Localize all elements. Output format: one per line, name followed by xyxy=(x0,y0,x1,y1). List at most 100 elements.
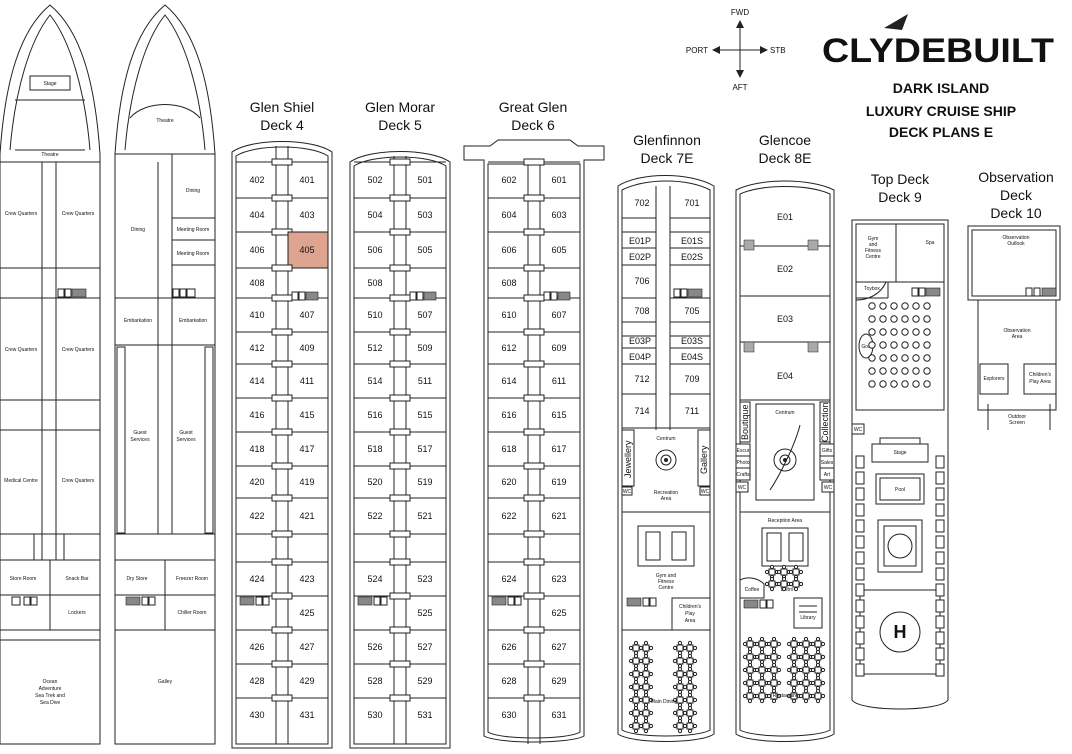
cabin-label: 407 xyxy=(299,310,314,320)
lounge-seat xyxy=(901,341,909,349)
lounge-seat xyxy=(879,367,887,375)
crafts-label: Crafts xyxy=(736,472,750,478)
cabin-label: 706 xyxy=(634,276,649,286)
compass-rose: FWD AFT PORT STB xyxy=(686,8,786,92)
cabin-label: 506 xyxy=(367,245,382,255)
dining-table xyxy=(642,696,650,704)
dining-table xyxy=(770,666,778,674)
golf-label: Golf xyxy=(861,344,871,350)
gym-label: Centre xyxy=(865,254,880,260)
guest-services-label: Guest xyxy=(133,430,147,436)
cabin-label: 608 xyxy=(501,278,516,288)
lounge-seat xyxy=(890,328,898,336)
cabin-label: 617 xyxy=(551,444,566,454)
cabin-label: 525 xyxy=(417,608,432,618)
dining-table xyxy=(802,692,810,700)
lounge-seat xyxy=(923,302,931,310)
childrens-play-label: Children's xyxy=(1029,372,1052,378)
ocean-adventure-label: Sea Trek and xyxy=(35,693,65,699)
childrens-play-label: Play xyxy=(685,611,695,617)
deck-titles: Glen Shiel Deck 4 Glen Morar Deck 5 Grea… xyxy=(250,99,1054,221)
cabin-label: 411 xyxy=(300,376,314,386)
cabin-label: E04P xyxy=(629,352,651,362)
cabin-label: 702 xyxy=(634,198,649,208)
cabin-label: E01S xyxy=(681,236,703,246)
boutique-label: Boutique xyxy=(740,404,750,440)
lounge-seat xyxy=(901,367,909,375)
cabin-label: E02S xyxy=(681,252,703,262)
lounge-seat xyxy=(868,315,876,323)
guest-services-label: Services xyxy=(130,437,150,443)
cabin-label: 619 xyxy=(551,477,566,487)
lounge-seat xyxy=(890,315,898,323)
dining-table xyxy=(686,709,694,717)
cabin-label: 404 xyxy=(249,210,264,220)
dining-table xyxy=(758,692,766,700)
cabin-label: 625 xyxy=(551,608,566,618)
gym-label: Gym xyxy=(868,236,879,242)
cabin-label: 502 xyxy=(367,175,382,185)
dining-table xyxy=(632,657,640,665)
deck-name: Top Deck xyxy=(871,171,930,187)
lounge-seat xyxy=(901,354,909,362)
dining-table xyxy=(768,580,776,588)
meeting-room-label: Meeting Room xyxy=(177,251,210,257)
cabin-label: 603 xyxy=(551,210,566,220)
cabin-label: 431 xyxy=(299,710,314,720)
cabin-label: 627 xyxy=(551,642,566,652)
lounge-seat xyxy=(923,367,931,375)
brand-line-2: LUXURY CRUISE SHIP xyxy=(866,103,1016,119)
lounge-seat xyxy=(868,328,876,336)
lounge-seat xyxy=(912,315,920,323)
dining-table xyxy=(686,644,694,652)
lounge-seat xyxy=(879,341,887,349)
cabin-label: 605 xyxy=(551,245,566,255)
dining-table xyxy=(642,722,650,730)
brand-line-3: DECK PLANS E xyxy=(889,124,993,140)
wc-label: WC xyxy=(701,489,710,495)
deck-7e: 702 701 E01P E01S E02P E02S 706 708 705 … xyxy=(617,175,715,742)
deck-number: Deck 5 xyxy=(378,117,422,133)
cabin-label: 505 xyxy=(417,245,432,255)
dining-table xyxy=(676,722,684,730)
suite-label: E02 xyxy=(777,264,793,274)
dining-table xyxy=(802,679,810,687)
highlighted-cabin[interactable] xyxy=(287,231,329,269)
brand-block: CLYDEBUILT DARK ISLAND LUXURY CRUISE SHI… xyxy=(822,14,1054,140)
cabin-label: 503 xyxy=(417,210,432,220)
collection-label: Collection xyxy=(820,402,830,442)
cabin-label: 609 xyxy=(551,343,566,353)
cabin-label: 616 xyxy=(501,410,516,420)
dining-table xyxy=(814,653,822,661)
ocean-adventure-label: Adventure xyxy=(39,686,62,692)
lounge-seat xyxy=(901,315,909,323)
spa-label: Spa xyxy=(926,240,935,246)
cabin-label: 517 xyxy=(417,444,432,454)
lounge-seat xyxy=(901,302,909,310)
dining-table xyxy=(790,640,798,648)
reception-area-label: Reception Area xyxy=(768,518,802,524)
dining-table xyxy=(780,580,788,588)
snack-bar-label: Snack Bar xyxy=(65,576,88,582)
dining-table xyxy=(676,683,684,691)
stage-label: Stage xyxy=(893,450,906,456)
recreation-area-label: Recreation xyxy=(654,490,678,496)
cabin-label: 527 xyxy=(417,642,432,652)
observation-outlook-label: Outlook xyxy=(1007,241,1025,247)
dining-table xyxy=(814,640,822,648)
lower-deck-b: Theatre Dining Dining Meeting Room Meeti… xyxy=(114,4,216,745)
lounge-seat xyxy=(901,380,909,388)
cabin-label: 501 xyxy=(417,175,432,185)
wc-label: WC xyxy=(623,489,632,495)
dining-table xyxy=(802,653,810,661)
cabin-label: 421 xyxy=(299,511,314,521)
lounge-seat xyxy=(879,328,887,336)
cabin-label: 630 xyxy=(501,710,516,720)
art-label: Art xyxy=(824,472,831,478)
cabin-label: 507 xyxy=(417,310,432,320)
deck-10: Observation Outlook Observation Area Exp… xyxy=(967,225,1061,430)
deck-number: Deck 4 xyxy=(260,117,304,133)
chiller-room-label: Chiller Room xyxy=(178,610,207,616)
